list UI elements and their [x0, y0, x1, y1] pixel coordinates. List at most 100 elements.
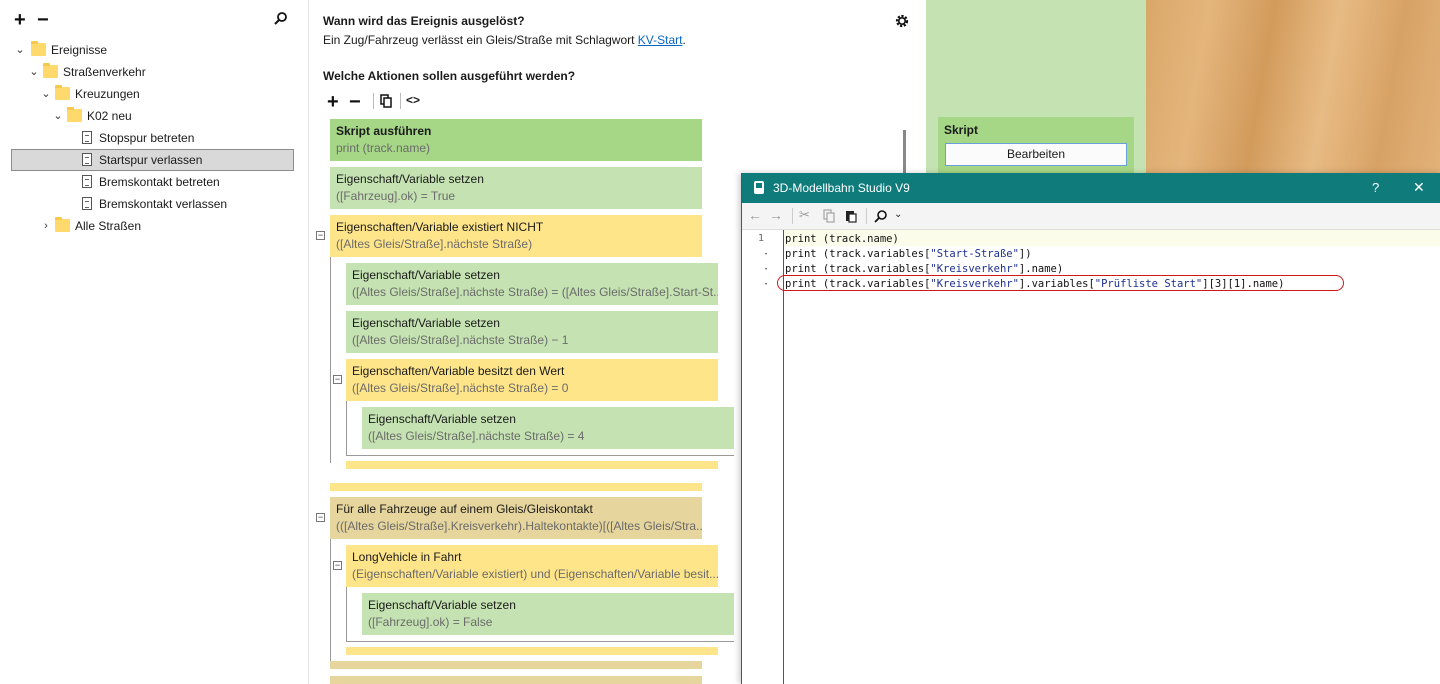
- tree-item-bremskontakt-betreten[interactable]: Bremskontakt betreten: [0, 171, 294, 193]
- tree-item-alle-strassen[interactable]: › Alle Straßen: [0, 215, 294, 237]
- code-view-button[interactable]: <>: [406, 93, 421, 107]
- help-button[interactable]: ?: [1372, 180, 1380, 195]
- code-text: print (track.name): [785, 233, 899, 245]
- keyword-link[interactable]: KV-Start: [637, 33, 683, 47]
- gutter-border: [783, 230, 784, 684]
- action-detail: (Eigenschaften/Variable existiert) und (…: [352, 567, 718, 581]
- folder-icon: [55, 85, 70, 100]
- scene-background: [1146, 0, 1440, 180]
- code-text: print (track.variables[: [785, 263, 931, 275]
- condition-block-end: [346, 647, 718, 655]
- action-detail: ([Altes Gleis/Straße].nächste Straße) = …: [368, 429, 585, 443]
- undo-icon[interactable]: ←: [748, 207, 762, 223]
- condition-block-not-exists[interactable]: Eigenschaften/Variable existiert NICHT (…: [330, 215, 702, 257]
- chevron-right-icon[interactable]: ›: [44, 220, 48, 232]
- tree-item-startspur-verlassen[interactable]: Startspur verlassen: [11, 149, 294, 171]
- action-block-set-variable[interactable]: Eigenschaft/Variable setzen ([Fahrzeug].…: [330, 167, 702, 209]
- gear-icon[interactable]: [894, 13, 910, 29]
- loop-block-end: [330, 676, 702, 684]
- toolbar-divider: [400, 93, 401, 109]
- tree-item-label: Stopspur betreten: [99, 131, 195, 145]
- code-string: "Kreisverkehr": [930, 263, 1019, 275]
- tree-item-label: Ereignisse: [51, 43, 108, 57]
- tree-item-bremskontakt-verlassen[interactable]: Bremskontakt verlassen: [0, 193, 294, 215]
- condition-block-end: [330, 483, 702, 491]
- action-block-set-variable[interactable]: Eigenschaft/Variable setzen ([Altes Glei…: [362, 407, 734, 449]
- collapse-toggle[interactable]: −: [316, 512, 325, 522]
- editor-titlebar[interactable]: 3D-Modellbahn Studio V9 ? ✕: [742, 173, 1440, 203]
- code-string: "Kreisverkehr": [930, 278, 1019, 290]
- collapse-toggle[interactable]: −: [316, 230, 325, 240]
- code-text: ].variables[: [1018, 278, 1095, 290]
- close-button[interactable]: ✕: [1413, 179, 1425, 195]
- add-event-button[interactable]: +: [14, 9, 26, 31]
- action-title: Für alle Fahrzeuge auf einem Gleis/Gleis…: [336, 502, 593, 516]
- cut-icon[interactable]: ✂: [799, 207, 810, 222]
- tree-item-stopspur-betreten[interactable]: Stopspur betreten: [0, 127, 294, 149]
- code-text: ].name): [1018, 263, 1064, 275]
- tree-item-strassenverkehr[interactable]: ⌄ Straßenverkehr: [0, 61, 294, 83]
- action-detail: ([Fahrzeug].ok) = True: [336, 189, 456, 203]
- chevron-down-icon[interactable]: ⌄: [29, 66, 39, 78]
- copy-icon[interactable]: [823, 209, 835, 223]
- code-string: "Prüfliste Start": [1094, 278, 1203, 290]
- condition-block-has-value[interactable]: Eigenschaften/Variable besitzt den Wert …: [346, 359, 718, 401]
- code-text: print (track.variables[: [785, 278, 931, 290]
- trigger-description: Ein Zug/Fahrzeug verlässt ein Gleis/Stra…: [323, 33, 686, 47]
- action-block-set-variable[interactable]: Eigenschaft/Variable setzen ([Fahrzeug].…: [362, 593, 734, 635]
- action-title: Eigenschaft/Variable setzen: [336, 172, 484, 186]
- remove-action-button[interactable]: −: [349, 91, 361, 113]
- chevron-down-icon[interactable]: ⌄: [894, 209, 903, 220]
- action-detail: ([Altes Gleis/Straße].nächste Straße) = …: [352, 285, 718, 299]
- collapse-toggle[interactable]: −: [333, 374, 342, 384]
- folder-icon: [43, 63, 58, 78]
- loop-block-all-vehicles[interactable]: Für alle Fahrzeuge auf einem Gleis/Gleis…: [330, 497, 702, 539]
- copy-icon[interactable]: [380, 94, 392, 108]
- nesting-line: [346, 401, 347, 455]
- action-title: Eigenschaft/Variable setzen: [352, 268, 500, 282]
- action-block-run-script[interactable]: Skript ausführen print (track.name): [330, 119, 702, 161]
- code-text: ][3][1].name): [1202, 278, 1285, 290]
- line-number: 1: [758, 233, 765, 244]
- toolbar-divider: [792, 208, 793, 224]
- add-action-button[interactable]: +: [327, 91, 339, 113]
- action-title: Eigenschaft/Variable setzen: [368, 598, 516, 612]
- trigger-suffix: .: [682, 33, 686, 47]
- code-editor[interactable]: 1 • • • print (track.name) print (track.…: [742, 230, 1440, 684]
- edit-script-button[interactable]: Bearbeiten: [945, 143, 1127, 166]
- nesting-line: [330, 539, 331, 663]
- tree-item-k02-neu[interactable]: ⌄ K02 neu: [0, 105, 294, 127]
- tree-item-label: Alle Straßen: [75, 219, 142, 233]
- highlight-ellipse: [777, 275, 1344, 291]
- folder-icon: [31, 41, 46, 56]
- folder-icon: [55, 217, 70, 232]
- tree-item-ereignisse[interactable]: ⌄ Ereignisse: [0, 39, 294, 61]
- current-line-highlight: [784, 230, 1440, 246]
- remove-event-button[interactable]: −: [37, 9, 49, 31]
- chevron-down-icon[interactable]: ⌄: [53, 110, 63, 122]
- condition-block-longvehicle[interactable]: LongVehicle in Fahrt (Eigenschaften/Vari…: [346, 545, 718, 587]
- action-block-set-variable[interactable]: Eigenschaft/Variable setzen ([Altes Glei…: [346, 311, 718, 353]
- collapse-toggle[interactable]: −: [333, 560, 342, 570]
- find-icon[interactable]: [874, 209, 888, 223]
- tree-item-kreuzungen[interactable]: ⌄ Kreuzungen: [0, 83, 294, 105]
- paste-icon[interactable]: [845, 209, 857, 223]
- search-icon[interactable]: [274, 11, 288, 25]
- redo-icon[interactable]: →: [769, 207, 783, 223]
- action-detail: ([Fahrzeug].ok) = False: [368, 615, 493, 629]
- trigger-heading: Wann wird das Ereignis ausgelöst?: [323, 14, 525, 28]
- action-title: Eigenschaften/Variable besitzt den Wert: [352, 364, 565, 378]
- action-detail: ([Altes Gleis/Straße].nächste Straße) − …: [352, 333, 569, 347]
- chevron-down-icon[interactable]: ⌄: [15, 44, 25, 56]
- code-text: print (track.variables[: [785, 248, 931, 260]
- line-marker: •: [765, 267, 768, 273]
- chevron-down-icon[interactable]: ⌄: [41, 88, 51, 100]
- action-title: LongVehicle in Fahrt: [352, 550, 462, 564]
- line-marker: •: [765, 282, 768, 288]
- action-title: Eigenschaften/Variable existiert NICHT: [336, 220, 544, 234]
- action-block-set-variable[interactable]: Eigenschaft/Variable setzen ([Altes Glei…: [346, 263, 718, 305]
- tree-item-label: Bremskontakt verlassen: [99, 197, 228, 211]
- app-icon: [754, 181, 764, 194]
- action-detail: ([Altes Gleis/Straße].nächste Straße) = …: [352, 381, 569, 395]
- script-icon: [82, 197, 92, 210]
